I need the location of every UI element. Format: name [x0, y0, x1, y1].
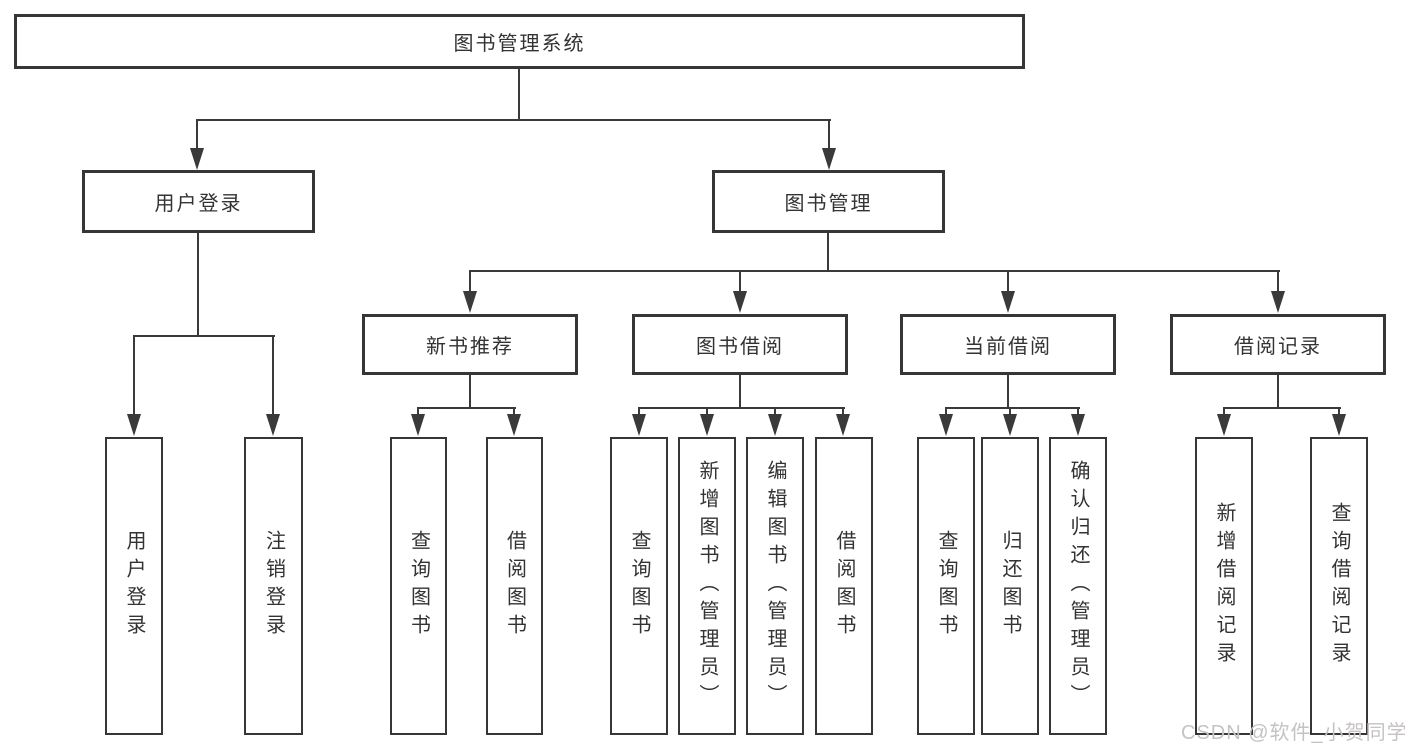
connector-drop [638, 407, 640, 416]
connector-newbook-rail [417, 407, 516, 409]
node-label: 借阅图书 [503, 530, 526, 642]
node-label: 图书借阅 [696, 336, 784, 358]
node-label: 编辑图书（管理员） [764, 460, 786, 712]
node-label: 确认归还（管理员） [1067, 460, 1089, 712]
csdn-watermark: CSDN @软件_小贺同学 [1181, 722, 1405, 744]
leaf-current-confirm-return-admin: 确认归还（管理员） [1049, 437, 1107, 735]
connector-level3-rail [469, 270, 1280, 272]
arrow-down-icon [190, 148, 204, 170]
node-label: 查询图书 [935, 530, 957, 642]
connector-drop [828, 119, 830, 149]
connector-drop [469, 270, 471, 292]
arrow-down-icon [1003, 414, 1017, 436]
connector-borrowing-stem [739, 375, 741, 408]
arrow-down-icon [1217, 414, 1231, 436]
connector-drop [1277, 270, 1279, 292]
connector-records-stem [1277, 375, 1279, 408]
arrow-down-icon [700, 414, 714, 436]
arrow-down-icon [1071, 414, 1085, 436]
arrow-down-icon [411, 414, 425, 436]
leaf-logout: 注销登录 [244, 437, 303, 735]
connector-records-rail [1223, 407, 1341, 409]
connector-drop [133, 335, 135, 415]
node-borrow-records: 借阅记录 [1170, 314, 1386, 375]
connector-drop [1007, 270, 1009, 292]
leaf-records-query-record: 查询借阅记录 [1310, 437, 1368, 735]
leaf-current-query-books: 查询图书 [917, 437, 975, 735]
arrow-down-icon [127, 414, 141, 436]
connector-borrowing-rail [638, 407, 845, 409]
node-label: 新书推荐 [426, 336, 514, 358]
arrow-down-icon [939, 414, 953, 436]
connector-drop [1009, 407, 1011, 416]
node-label: 借阅图书 [833, 530, 855, 642]
connector-drop [842, 407, 844, 416]
connector-drop [1223, 407, 1225, 416]
arrow-down-icon [1001, 291, 1015, 313]
arrow-down-icon [1271, 291, 1285, 313]
node-book-borrowing: 图书借阅 [632, 314, 848, 375]
arrow-down-icon [1332, 414, 1346, 436]
arrow-down-icon [507, 414, 521, 436]
node-label: 新增借阅记录 [1213, 502, 1235, 670]
node-label: 当前借阅 [964, 336, 1052, 358]
arrow-down-icon [822, 148, 836, 170]
leaf-borrowing-query-books: 查询图书 [610, 437, 668, 735]
connector-drop [774, 407, 776, 416]
connector-userlogin-stem [197, 233, 199, 336]
node-label: 新增图书（管理员） [696, 460, 718, 712]
node-label: 借阅记录 [1234, 336, 1322, 358]
connector-bookmgmt-stem [827, 233, 829, 272]
arrow-down-icon [733, 291, 747, 313]
connector-drop [417, 407, 419, 416]
leaf-records-add-record: 新增借阅记录 [1195, 437, 1253, 735]
leaf-borrowing-borrow-books: 借阅图书 [815, 437, 873, 735]
node-label: 查询借阅记录 [1328, 502, 1350, 670]
connector-userlogin-rail [133, 335, 275, 337]
connector-root-stem [518, 69, 520, 120]
connector-newbook-stem [469, 375, 471, 408]
connector-drop [706, 407, 708, 416]
node-book-management: 图书管理 [712, 170, 945, 233]
connector-drop [1077, 407, 1079, 416]
node-label: 查询图书 [407, 530, 430, 642]
connector-level2-rail [196, 119, 831, 121]
node-current-borrowing: 当前借阅 [900, 314, 1116, 375]
node-label: 注销登录 [262, 530, 285, 642]
leaf-borrowing-add-books-admin: 新增图书（管理员） [678, 437, 736, 735]
connector-drop [272, 335, 274, 415]
leaf-newbook-borrow-books: 借阅图书 [486, 437, 543, 735]
leaf-borrowing-edit-books-admin: 编辑图书（管理员） [746, 437, 804, 735]
node-label: 图书管理 [784, 193, 873, 215]
leaf-newbook-query-books: 查询图书 [390, 437, 447, 735]
node-label: 用户登录 [123, 530, 145, 642]
connector-drop [1338, 407, 1340, 416]
node-library-management-system: 图书管理系统 [14, 14, 1025, 69]
node-user-login: 用户登录 [82, 170, 315, 233]
arrow-down-icon [463, 291, 477, 313]
node-label: 用户登录 [154, 193, 243, 215]
arrow-down-icon [266, 414, 280, 436]
arrow-down-icon [768, 414, 782, 436]
connector-drop [513, 407, 515, 416]
leaf-current-return-books: 归还图书 [981, 437, 1039, 735]
arrow-down-icon [632, 414, 646, 436]
connector-drop [196, 119, 198, 149]
connector-drop [739, 270, 741, 292]
connector-drop [945, 407, 947, 416]
leaf-user-login: 用户登录 [105, 437, 163, 735]
node-label: 查询图书 [628, 530, 650, 642]
connector-current-rail [945, 407, 1080, 409]
connector-current-stem [1007, 375, 1009, 408]
arrow-down-icon [836, 414, 850, 436]
node-label: 图书管理系统 [453, 33, 586, 55]
node-new-book-recommendation: 新书推荐 [362, 314, 578, 375]
node-label: 归还图书 [999, 530, 1021, 642]
